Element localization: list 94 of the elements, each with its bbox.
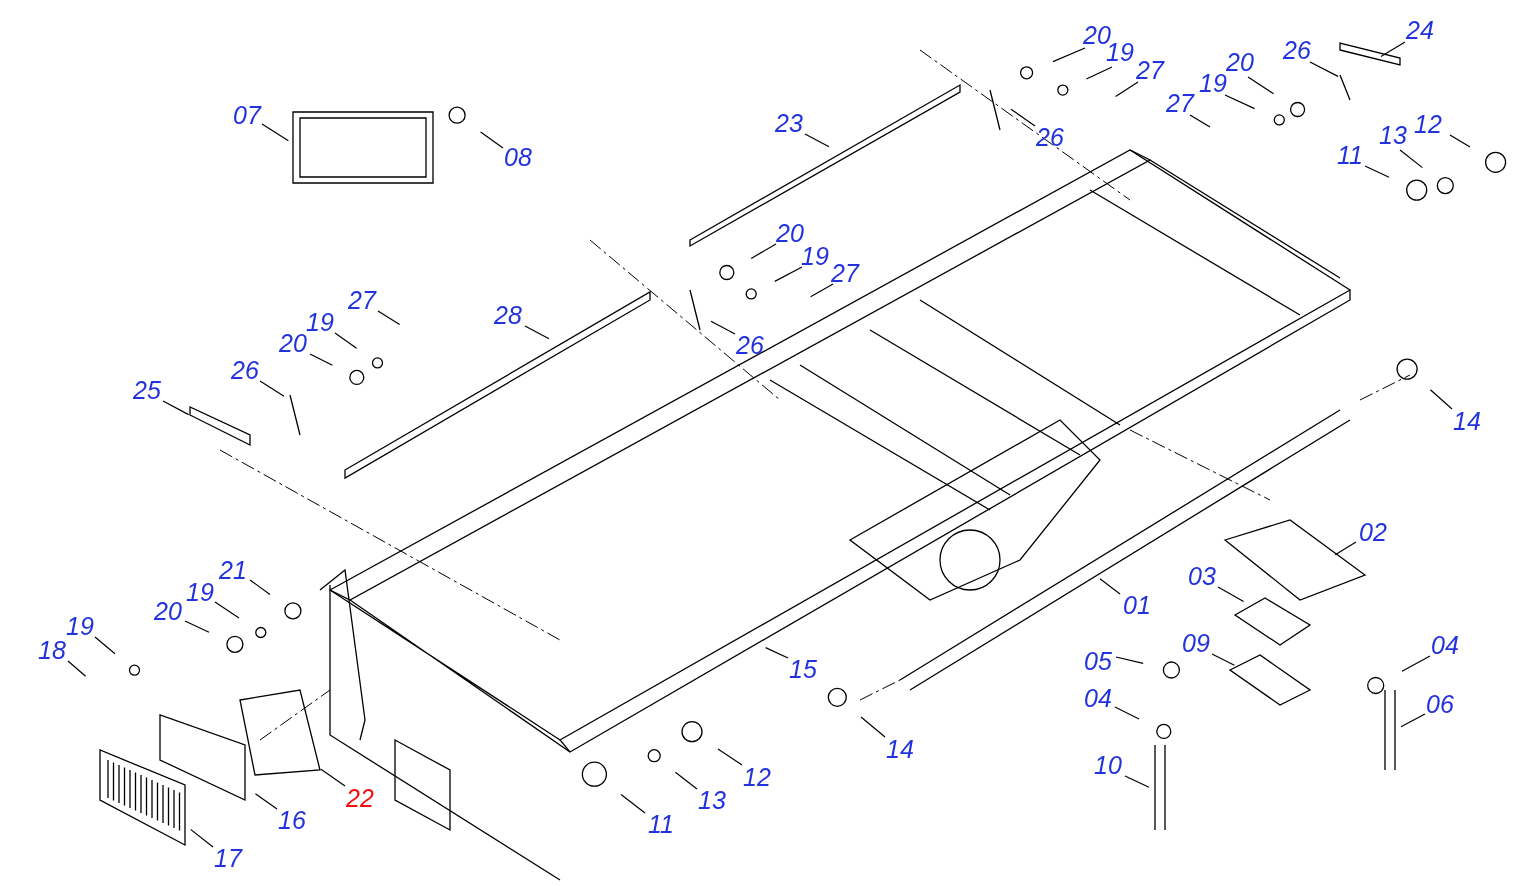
callout-number: 23 xyxy=(775,110,803,136)
leader-line xyxy=(190,828,214,848)
leader-line xyxy=(1189,114,1211,128)
callout-number: 16 xyxy=(278,807,306,833)
leader-line xyxy=(1449,134,1471,148)
leader-line xyxy=(1224,94,1256,110)
leader-line xyxy=(184,620,210,633)
callout-number: 12 xyxy=(743,764,771,790)
callout-number: 01 xyxy=(1123,592,1151,618)
leader-line xyxy=(860,716,886,738)
callout-number: 27 xyxy=(1136,57,1164,83)
leader-line xyxy=(67,660,87,677)
leader-line xyxy=(1401,655,1431,672)
leader-line xyxy=(1115,81,1139,97)
callout-number: 18 xyxy=(38,637,66,663)
leader-line xyxy=(810,283,834,298)
leader-line xyxy=(774,266,803,282)
leader-line xyxy=(261,123,289,142)
leader-line xyxy=(1400,713,1426,728)
callout-number: 05 xyxy=(1084,648,1112,674)
leader-line xyxy=(1114,706,1140,720)
callout-number: 04 xyxy=(1084,685,1112,711)
leader-line xyxy=(524,325,550,340)
callout-number: 19 xyxy=(306,309,334,335)
callout-number: 19 xyxy=(186,579,214,605)
leader-line xyxy=(334,332,358,349)
callout-number: 20 xyxy=(279,330,307,356)
callout-number: 26 xyxy=(736,332,764,358)
leader-line xyxy=(1247,76,1275,95)
leader-line xyxy=(480,131,504,149)
callout-number: 19 xyxy=(66,613,94,639)
leader-line xyxy=(1211,653,1235,666)
callout-number: 12 xyxy=(1414,111,1442,137)
callout-number: 08 xyxy=(504,144,532,170)
callout-number: 15 xyxy=(789,656,817,682)
leader-line xyxy=(94,636,116,655)
callout-number: 11 xyxy=(648,811,674,837)
leader-line xyxy=(1010,108,1036,127)
callout-number: 17 xyxy=(214,845,242,871)
callout-number: 09 xyxy=(1182,630,1210,656)
callout-number: 10 xyxy=(1094,752,1122,778)
leader-line xyxy=(1099,578,1121,595)
callout-number: 14 xyxy=(1453,408,1481,434)
callout-number: 27 xyxy=(348,287,376,313)
callout-number: 07 xyxy=(233,102,261,128)
callout-number: 14 xyxy=(886,736,914,762)
callout-number: 02 xyxy=(1359,519,1387,545)
leader-line xyxy=(1217,586,1245,602)
callout-number: 20 xyxy=(154,598,182,624)
leader-line xyxy=(1399,149,1423,169)
callout-number: 22 xyxy=(346,785,374,811)
leader-line xyxy=(1309,61,1339,77)
leader-line xyxy=(765,647,789,659)
callout-number: 28 xyxy=(494,302,522,328)
leader-line xyxy=(674,771,698,790)
leader-line xyxy=(620,794,646,814)
callout-number: 27 xyxy=(831,260,859,286)
callout-number: 19 xyxy=(1199,70,1227,96)
leader-line xyxy=(1364,165,1390,178)
callout-number: 25 xyxy=(133,377,161,403)
callout-number: 21 xyxy=(219,557,247,583)
leader-line xyxy=(214,601,240,619)
leader-line xyxy=(309,353,333,366)
callout-number: 13 xyxy=(698,787,726,813)
leader-line xyxy=(254,793,278,810)
callout-number: 06 xyxy=(1426,691,1454,717)
leader-line xyxy=(249,579,271,595)
callout-number: 20 xyxy=(1226,49,1254,75)
leader-line xyxy=(1115,656,1144,664)
leader-line xyxy=(717,748,743,766)
leader-line xyxy=(1380,41,1406,57)
callout-number: 13 xyxy=(1379,122,1407,148)
leader-line xyxy=(1334,541,1357,556)
callout-number: 04 xyxy=(1431,632,1459,658)
callout-number: 20 xyxy=(776,220,804,246)
callout-number: 26 xyxy=(1036,124,1064,150)
leader-line xyxy=(1085,66,1113,80)
callout-number: 26 xyxy=(231,357,259,383)
leader-line xyxy=(1052,47,1086,63)
callout-number: 27 xyxy=(1166,90,1194,116)
callout-number: 19 xyxy=(801,243,829,269)
callout-number: 03 xyxy=(1188,563,1216,589)
leader-line xyxy=(1429,389,1453,410)
leader-line xyxy=(750,243,777,259)
callout-number: 24 xyxy=(1406,17,1434,43)
leader-line xyxy=(320,768,346,787)
callout-number: 26 xyxy=(1283,37,1311,63)
leader-line xyxy=(710,320,736,335)
leader-line xyxy=(377,310,401,326)
leader-line xyxy=(259,380,285,397)
leader-line xyxy=(804,133,830,148)
callout-number: 11 xyxy=(1337,142,1363,168)
leader-line xyxy=(162,400,190,416)
leader-line xyxy=(1124,775,1150,788)
